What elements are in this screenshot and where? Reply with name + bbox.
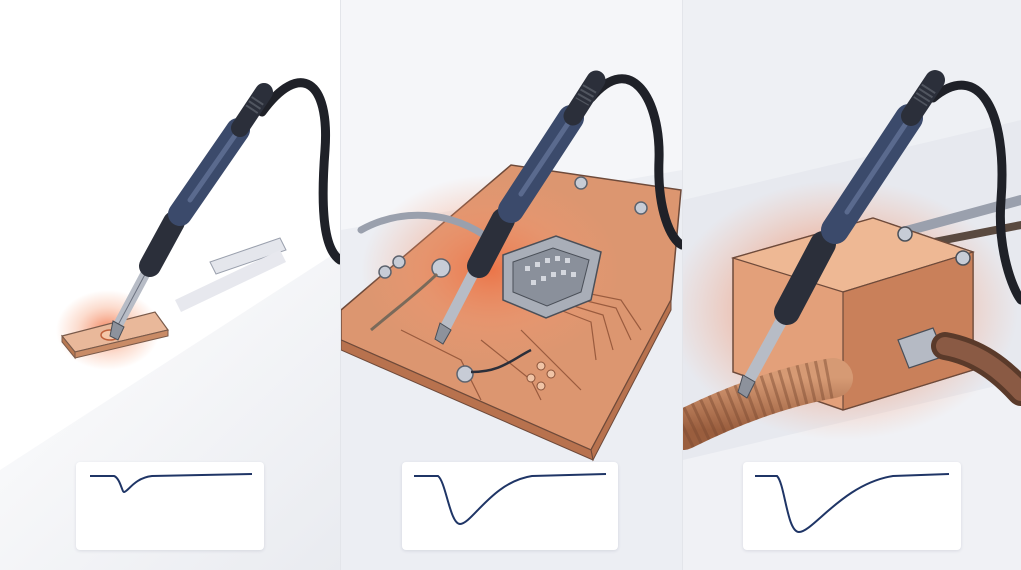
braided-cable — [683, 358, 853, 450]
component-lead — [470, 348, 532, 374]
strip-shadow — [175, 250, 286, 312]
iron-cable — [928, 80, 1021, 305]
d-sub-connector — [502, 235, 602, 319]
temperature-curve-card-1 — [76, 462, 264, 550]
curve-line — [90, 473, 253, 494]
curve-line — [414, 473, 607, 526]
panel-small-workpiece — [0, 0, 340, 570]
heat-glow — [361, 175, 621, 365]
curve-line — [755, 473, 950, 534]
temperature-curve — [755, 473, 950, 534]
copper-plate-side — [61, 334, 76, 360]
temperature-curve-card-2 — [402, 462, 618, 550]
board-screws — [378, 176, 648, 383]
iron-cable — [586, 74, 682, 250]
wire — [357, 211, 495, 244]
metal-strip — [209, 237, 287, 275]
temperature-curve — [414, 473, 607, 526]
component-lead — [370, 272, 439, 332]
panel-large-block — [683, 0, 1021, 570]
iron-cable — [257, 78, 340, 265]
soldering-iron-icon — [737, 70, 945, 399]
panel-circuit-board — [341, 0, 682, 570]
board-edge-front — [341, 339, 594, 461]
soldering-iron-icon — [109, 83, 273, 341]
panel-divider — [340, 0, 341, 570]
pcb-pads — [526, 361, 556, 391]
soldering-iron-icon — [434, 70, 606, 345]
temperature-curve-card-3 — [743, 462, 961, 550]
temperature-curve — [90, 473, 253, 494]
